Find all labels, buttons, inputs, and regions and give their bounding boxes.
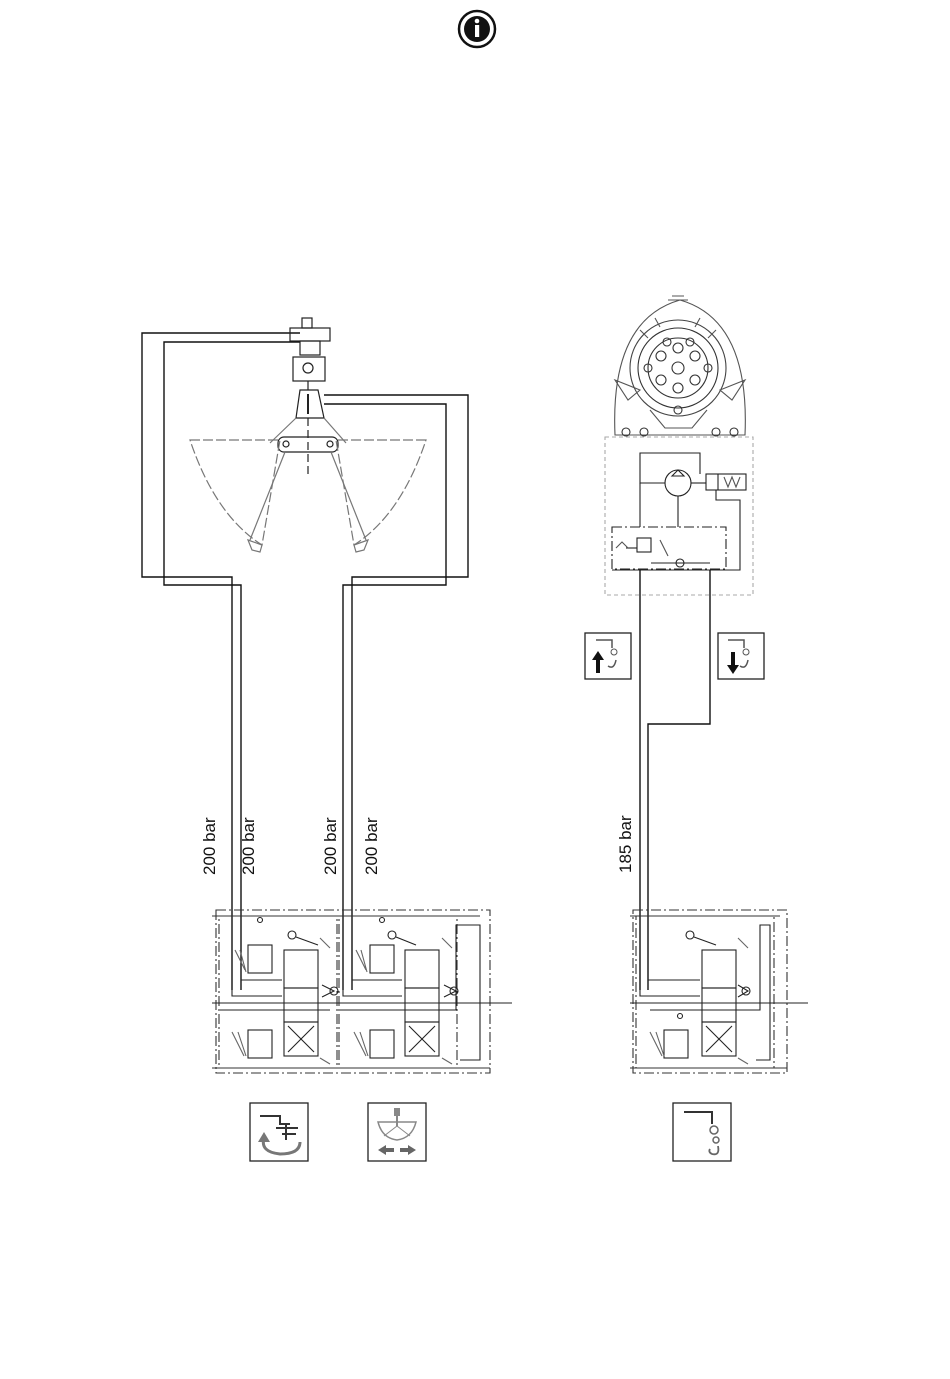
pressure-label-grab-open-b: 200 bar xyxy=(362,817,381,875)
grab-bucket-icon xyxy=(190,318,426,552)
pressure-labels: 200 bar 200 bar 200 bar 200 bar 185 bar xyxy=(200,815,635,875)
pressure-label-grab-rotate-a: 200 bar xyxy=(200,817,219,875)
winch-drum-icon xyxy=(615,296,746,436)
pressure-label-grab-rotate-b: 200 bar xyxy=(239,817,258,875)
right-valve-block xyxy=(630,910,808,1073)
winch-motor-block xyxy=(605,437,753,595)
winch-hook-icon[interactable] xyxy=(673,1103,731,1161)
info-icon xyxy=(459,11,495,47)
pressure-label-winch: 185 bar xyxy=(616,815,635,873)
hoist-down-icon[interactable] xyxy=(718,633,764,679)
rotator-icon[interactable] xyxy=(250,1103,308,1161)
pressure-label-grab-open-a: 200 bar xyxy=(321,817,340,875)
winch-hose-lines xyxy=(640,570,710,990)
hoist-up-icon[interactable] xyxy=(585,633,631,679)
left-valve-block xyxy=(212,910,512,1073)
grab-hose-lines xyxy=(142,333,468,990)
grab-open-close-icon[interactable] xyxy=(368,1103,426,1161)
